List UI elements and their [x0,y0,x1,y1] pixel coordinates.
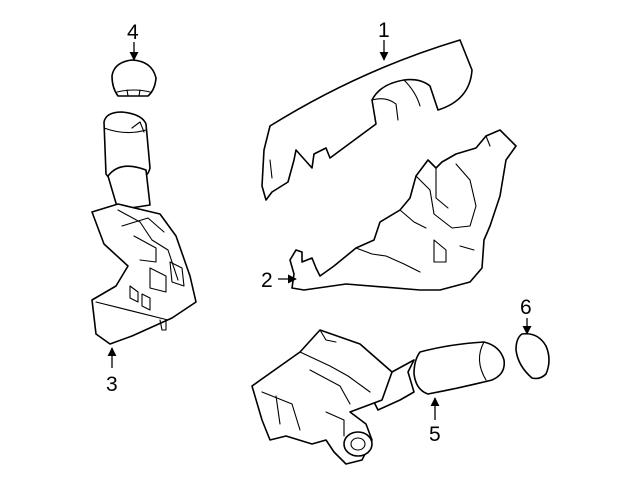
part-2-lower-shroud [289,129,517,291]
callout-6: 6 [520,296,532,319]
callout-1: 1 [378,19,390,42]
part-5-wiper-switch [251,329,506,465]
part-1-upper-shroud [261,39,473,201]
callout-5: 5 [429,423,441,446]
leader-lines [107,40,532,420]
callout-2: 2 [261,269,273,292]
part-3-switch [91,111,197,345]
callout-4: 4 [127,21,139,44]
part-4-cap [111,59,157,97]
callout-3: 3 [106,373,118,396]
part-6-cap [515,332,550,380]
